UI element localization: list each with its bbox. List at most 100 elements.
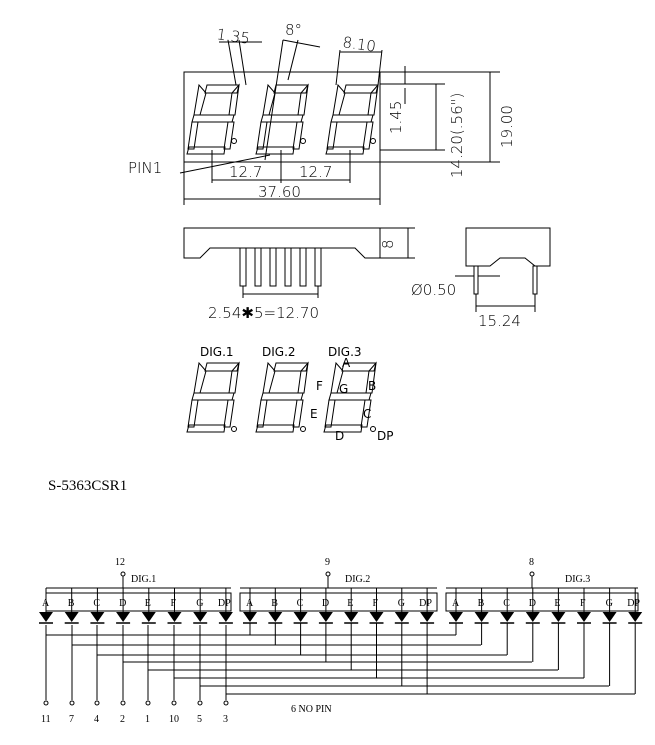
schematic-seg-label: G	[606, 598, 613, 609]
schematic-seg-label: C	[297, 598, 304, 609]
schematic-seg-label: G	[196, 598, 203, 609]
led-diode-icon	[394, 611, 410, 624]
top-view	[179, 39, 500, 205]
digit-1-outline	[186, 84, 240, 155]
seg-label-a: A	[342, 356, 351, 370]
seg-label-d: D	[335, 429, 344, 443]
led-diode-icon	[448, 611, 464, 624]
schematic-seg-label: D	[119, 598, 126, 609]
seg-map-digit-2	[255, 362, 309, 433]
seg-map-dig2-label: DIG.2	[262, 345, 296, 359]
schematic-seg-label: DP	[627, 598, 640, 609]
led-diode-icon	[368, 611, 385, 624]
dig2-pin: 9	[325, 557, 330, 568]
seg-map-digit-3	[323, 362, 377, 433]
display-body-outline	[183, 71, 381, 163]
led-diode-icon	[218, 611, 234, 624]
led-diode-icon	[292, 611, 309, 624]
schematic-seg-label: E	[145, 598, 151, 609]
schematic-seg-label: G	[398, 598, 405, 609]
led-diode-icon	[63, 611, 80, 624]
dig1-label: DIG.1	[131, 574, 156, 585]
bottom-pin-number: 7	[69, 714, 74, 725]
led-diode-icon	[343, 611, 359, 624]
schematic-seg-label: D	[322, 598, 329, 609]
bottom-pin-number: 4	[94, 714, 99, 725]
led-diode-icon	[166, 611, 183, 624]
led-diode-icon	[419, 611, 435, 624]
bottom-pin-number: 3	[223, 714, 228, 725]
seg-label-b: B	[368, 379, 376, 393]
dp-dot-1	[231, 138, 237, 144]
seg-label-c: C	[363, 407, 371, 421]
dim-pitch-a: 12.7	[229, 163, 262, 181]
led-diode-icon	[627, 611, 643, 624]
dig2-label: DIG.2	[345, 574, 370, 585]
led-diode-icon	[141, 611, 157, 624]
led-diode-icon	[576, 611, 592, 624]
schematic-seg-label: E	[554, 598, 560, 609]
schematic-seg-label: C	[503, 598, 510, 609]
dp-dot-2	[300, 138, 306, 144]
bottom-pin-number: 11	[41, 714, 51, 725]
part-number: S-5363CSR1	[48, 478, 127, 494]
led-diode-icon	[89, 611, 106, 624]
no-pin-note: 6 NO PIN	[291, 704, 332, 715]
bottom-pin-number: 5	[197, 714, 202, 725]
led-diode-icon	[267, 611, 284, 624]
pin-row	[239, 247, 322, 287]
dig3-label: DIG.3	[565, 574, 590, 585]
schematic-seg-label: B	[271, 598, 278, 609]
seg-map-dig3-label: DIG.3	[328, 345, 362, 359]
led-diode-icon	[499, 611, 515, 624]
schematic-segment-labels: A B C D E F G DP A B C D E F G DP A B C D E F G DP	[42, 598, 640, 609]
schematic-seg-label: F	[171, 598, 177, 609]
seg-label-g: G	[339, 382, 348, 396]
led-diode-icon	[192, 611, 208, 624]
dim-seg-gap: 1.45	[387, 101, 405, 134]
bottom-pin-number: 1	[145, 714, 150, 725]
seg-map-dig1-label: DIG.1	[200, 345, 234, 359]
bottom-pin-labels: 11 7 4 2 1 10 5 3	[41, 714, 228, 725]
dim-digit-height: 8.10	[341, 33, 377, 55]
led-diode-icon	[38, 611, 54, 624]
schematic-seg-label: B	[478, 598, 485, 609]
seg-label-dp: DP	[377, 429, 393, 443]
schematic-seg-label: A	[246, 598, 254, 609]
dim-row-spacing: 15.24	[478, 312, 521, 330]
side-view	[183, 227, 551, 312]
dim-pin-pitch: 2.54✱5=12.70	[208, 304, 319, 322]
schematic-seg-label: E	[347, 598, 353, 609]
schematic-seg-label: DP	[218, 598, 231, 609]
dim-seg-width: 1.35	[215, 25, 251, 47]
seg-map-digit-1	[186, 362, 240, 433]
schematic-seg-label: D	[529, 598, 536, 609]
schematic-seg-label: DP	[419, 598, 432, 609]
dim-overall-width: 37.60	[258, 183, 301, 201]
led-diode-icon	[242, 611, 258, 624]
dim-slant: 8°	[285, 21, 302, 39]
schematic-seg-label: F	[580, 598, 586, 609]
dp-dot-3	[370, 138, 376, 144]
schematic	[43, 571, 639, 706]
schematic-seg-label: A	[42, 598, 50, 609]
led-diode-icon	[318, 611, 334, 624]
seg-label-e: E	[310, 407, 318, 421]
bottom-pin-number: 2	[120, 714, 125, 725]
dim-depth: 8	[379, 239, 397, 249]
segment-map	[186, 362, 377, 433]
schematic-seg-label: F	[373, 598, 379, 609]
led-diode-icon	[525, 611, 541, 624]
seg-label-f: F	[316, 379, 323, 393]
dim-char-height: 14.20(.56")	[448, 93, 466, 178]
schematic-seg-label: A	[452, 598, 460, 609]
led-diode-icon	[473, 611, 490, 624]
schematic-seg-label: B	[68, 598, 75, 609]
digit-3-outline	[325, 84, 379, 155]
bottom-pin-number: 10	[169, 714, 179, 725]
dim-pin-dia: Ø0.50	[411, 281, 456, 299]
dig1-pin: 12	[115, 557, 125, 568]
schematic-seg-label: C	[93, 598, 100, 609]
led-diode-icon	[601, 611, 618, 624]
